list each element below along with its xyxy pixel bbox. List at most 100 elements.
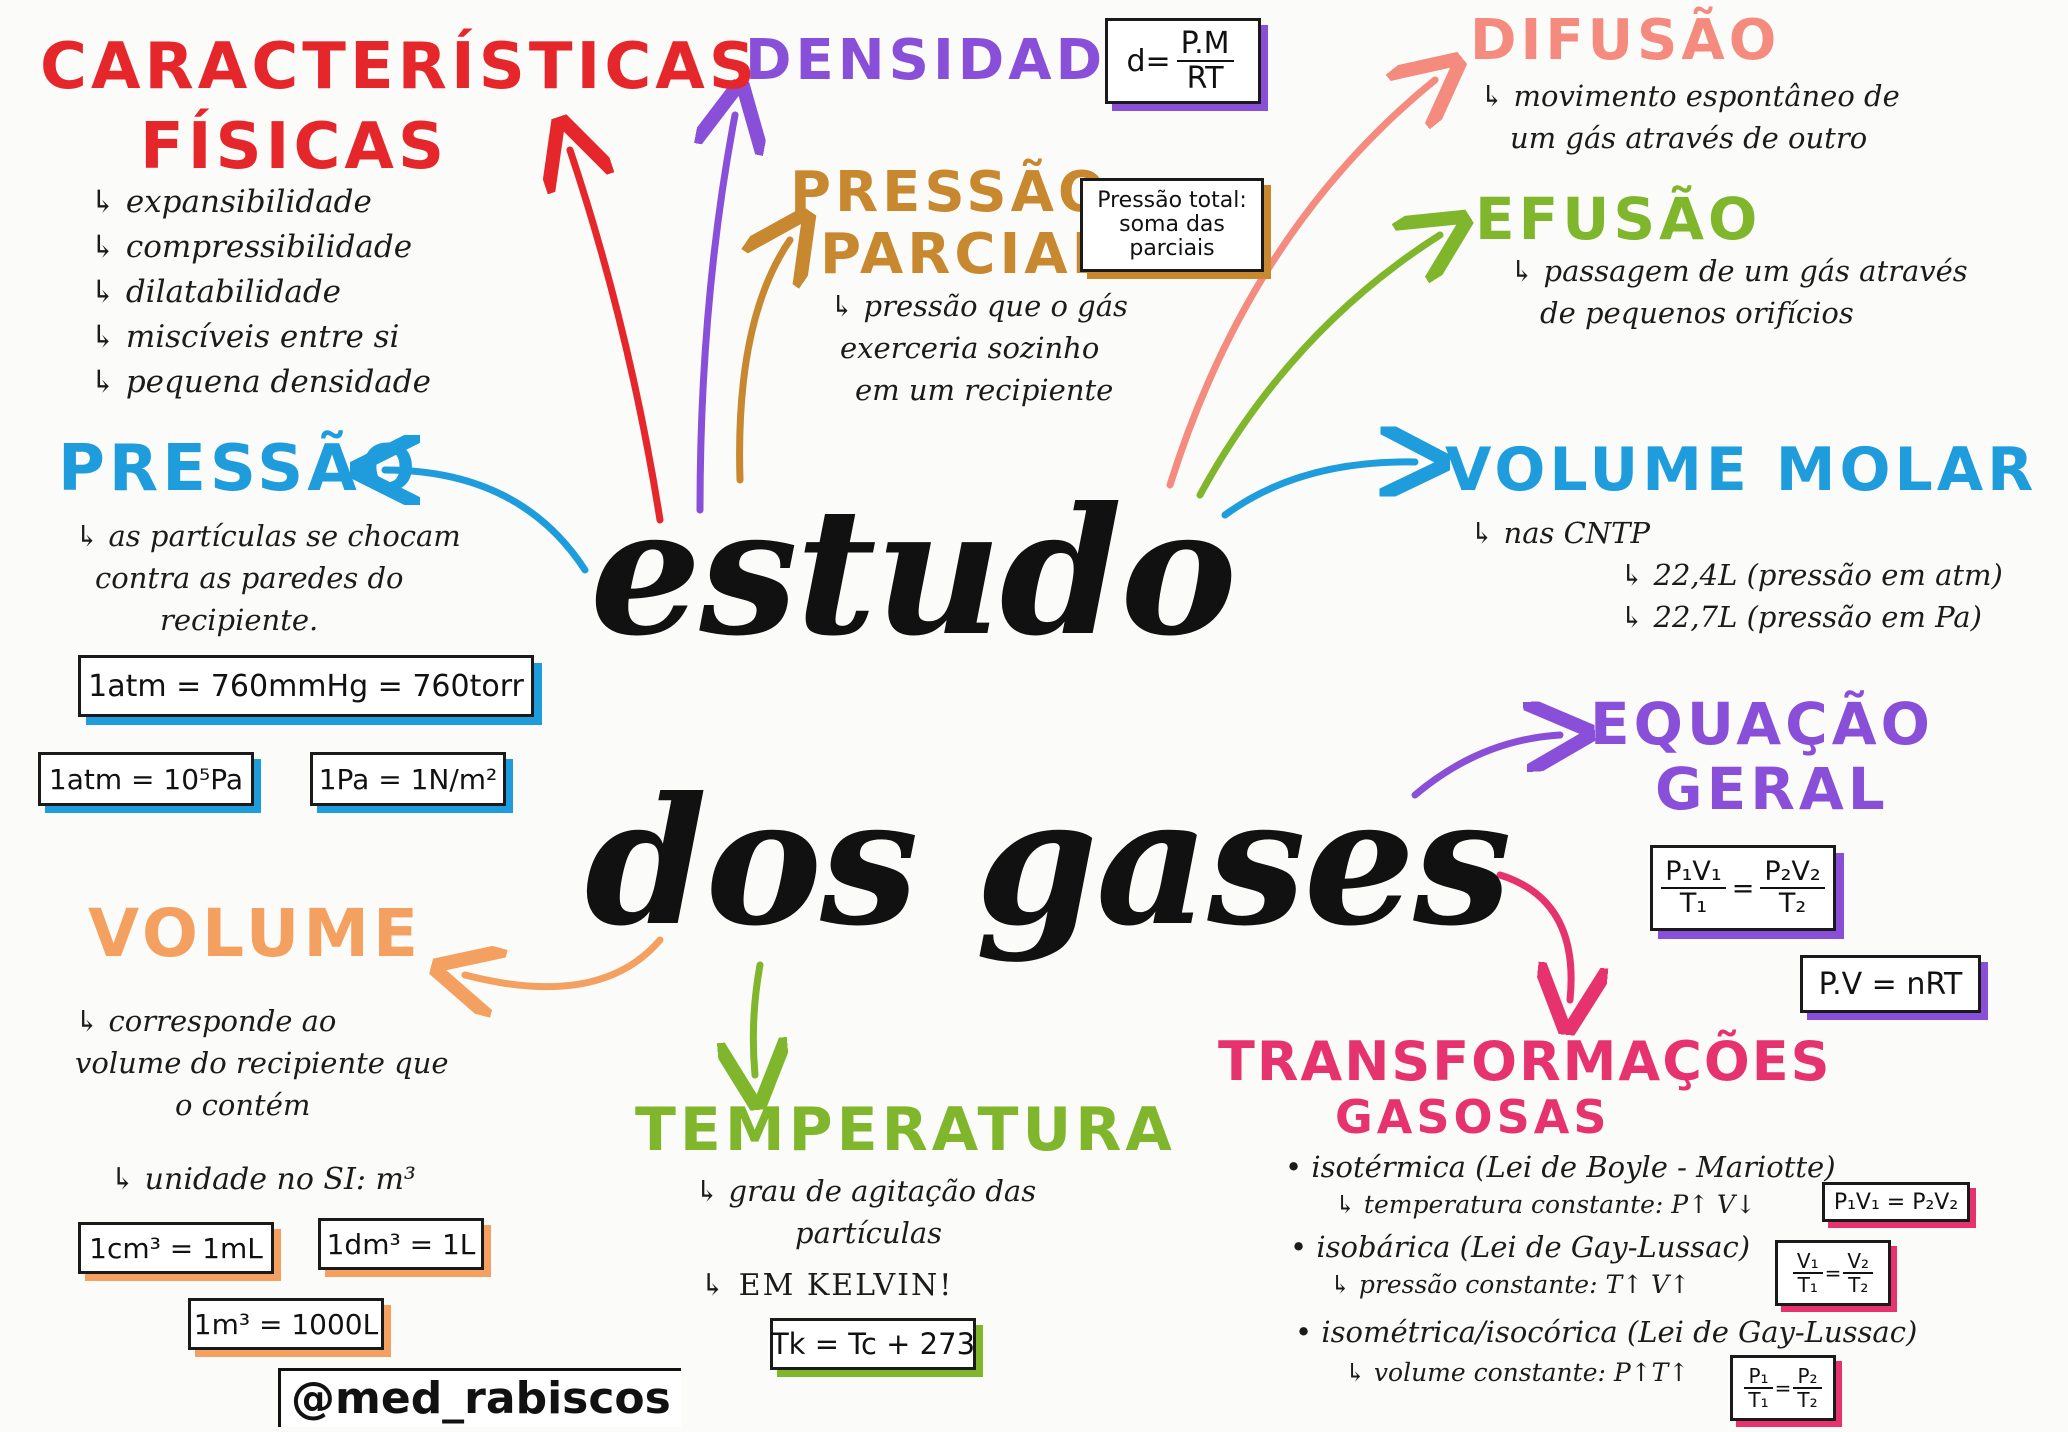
list-item: ↳ compressibilidade [90, 228, 413, 265]
desc-line: ↳ grau de agitação das [695, 1174, 1037, 1208]
equacao-geral-formula-box: P₁V₁ T₁ = P₂V₂ T₂ [1650, 845, 1836, 931]
densidade-formula-box: d= P.M RT [1105, 18, 1261, 104]
list-item: ↳ expansibilidade [90, 184, 372, 220]
center-title-estudo: estudo [590, 470, 1237, 675]
volume-molar-desc: ↳ nas CNTP ↳ 22,4L (pressão em atm) ↳ 22… [1470, 512, 2003, 638]
desc-line: recipiente. [160, 603, 319, 638]
boyle-formula-box: P₁V₁ = P₂V₂ [1822, 1182, 1970, 1222]
arrow-efusao [1196, 235, 1440, 499]
arrow-transformacoes [1496, 871, 1571, 1000]
center-title-dos-gases: dos gases [585, 760, 1512, 965]
arrow-pressao-parcial [736, 240, 790, 484]
temperatura-desc: ↳ grau de agitação das partículas [695, 1170, 1036, 1254]
transformacoes-title: TRANSFORMAÇÕES [1218, 1030, 1832, 1093]
pressao-total-box: Pressão total: soma das parciais [1080, 178, 1264, 272]
difusao-title: DIFUSÃO [1470, 8, 1781, 73]
volume-unit: ↳ unidade no SI: m³ [110, 1162, 416, 1197]
formula-denominator: T₁ [1797, 1273, 1818, 1297]
arrow-difusao [1166, 80, 1435, 489]
temperatura-kelvin: ↳ EM KELVIN! [700, 1268, 954, 1303]
formula-denominator: RT [1186, 61, 1224, 96]
formula-numerator: P₁V₁ [1661, 857, 1726, 889]
formula-lhs: d= [1126, 43, 1171, 79]
arrow-caracteristicas [570, 150, 664, 524]
desc-line: volume do recipiente que [75, 1046, 449, 1081]
formula-fraction: V₂ T₂ [1843, 1250, 1874, 1297]
charles-formula-box: V₁ T₁ = V₂ T₂ [1775, 1240, 1891, 1306]
equacao-geral-title: EQUAÇÃO [1590, 690, 1934, 758]
desc-line: exerceria sozinho [840, 331, 1100, 366]
formula-denominator: T₁ [1748, 1388, 1769, 1412]
pa-nm-box: 1Pa = 1N/m² [310, 752, 506, 806]
desc-line: ↳ corresponde ao [75, 1004, 337, 1038]
formula-equals: = [1824, 1261, 1842, 1285]
isotermica-sub: ↳ temperatura constante: P↑ V↓ [1335, 1190, 1757, 1219]
formula-fraction: P.M RT [1176, 27, 1234, 96]
arrow-pressao [385, 470, 589, 574]
desc-line: ↳ as partículas se chocam [75, 519, 461, 553]
clapeyron-box: P.V = nRT [1800, 955, 1981, 1013]
pressao-parcial-title: PRESSÃO [790, 160, 1110, 225]
formula-equals: = [1774, 1376, 1792, 1400]
formula-denominator: T₁ [1679, 888, 1708, 919]
isometrica-sub: ↳ volume constante: P↑T↑ [1345, 1358, 1690, 1387]
box-line: soma das [1119, 211, 1225, 237]
list-item: ↳ miscíveis entre si [90, 318, 400, 355]
difusao-desc: ↳ movimento espontâneo de um gás através… [1480, 75, 1900, 159]
atm-pa-box: 1atm = 10⁵Pa [38, 752, 254, 806]
box-line: parciais [1129, 236, 1215, 262]
transformacoes-title-2: GASOSAS [1335, 1090, 1611, 1144]
dm3-l-box: 1dm³ = 1L [318, 1218, 484, 1270]
caracteristicas-list: ↳ expansibilidade ↳ compressibilidade ↳ … [90, 180, 431, 405]
volume-title: VOLUME [88, 895, 423, 972]
arrow-temperatura [753, 961, 760, 1075]
isobarica-line: • isobárica (Lei de Gay-Lussac) [1290, 1230, 1751, 1264]
volume-molar-title: VOLUME MOLAR [1445, 435, 2038, 505]
formula-numerator: P₁ [1744, 1365, 1773, 1389]
efusao-title: EFUSÃO [1475, 185, 1762, 253]
list-item: ↳ dilatabilidade [90, 273, 342, 310]
efusao-desc: ↳ passagem de um gás através de pequenos… [1510, 250, 1968, 334]
m3-l-box: 1m³ = 1000L [188, 1298, 384, 1350]
desc-line: ↳ nas CNTP [1470, 516, 1651, 550]
desc-line: ↳ movimento espontâneo de [1480, 79, 1900, 113]
formula-fraction: P₁ T₁ [1744, 1365, 1773, 1412]
caracteristicas-title-2: FÍSICAS [140, 110, 449, 184]
arrow-equacao-geral [1411, 735, 1560, 799]
desc-line: ↳ passagem de um gás através [1510, 254, 1968, 288]
desc-line: contra as paredes do [95, 561, 404, 596]
formula-denominator: T₂ [1848, 1273, 1869, 1297]
caracteristicas-title: CARACTERÍSTICAS [40, 30, 759, 104]
formula-fraction: P₂ T₂ [1793, 1365, 1822, 1411]
densidade-title: DENSIDADE [745, 28, 1149, 93]
desc-line: um gás através de outro [1510, 121, 1868, 156]
box-line: Pressão total: [1097, 187, 1247, 213]
volume-desc: ↳ corresponde ao volume do recipiente qu… [75, 1000, 449, 1126]
temperatura-title: TEMPERATURA [635, 1095, 1176, 1165]
formula-numerator: P₂ [1793, 1365, 1822, 1389]
formula-numerator: V₁ [1792, 1250, 1823, 1274]
desc-line: ↳ 22,7L (pressão em Pa) [1620, 600, 1982, 635]
list-item: ↳ pequena densidade [90, 363, 431, 400]
kelvin-formula-box: Tk = Tc + 273 [770, 1318, 976, 1370]
formula-fraction: V₁ T₁ [1792, 1250, 1823, 1297]
arrow-volume [465, 936, 664, 987]
desc-line: em um recipiente [855, 373, 1114, 408]
formula-equals: = [1731, 872, 1755, 904]
cm3-ml-box: 1cm³ = 1mL [78, 1222, 274, 1274]
pressao-parcial-title-2: PARCIAL [820, 222, 1112, 287]
isometrica-line: • isométrica/isocórica (Lei de Gay-Lussa… [1295, 1315, 1918, 1349]
formula-numerator: P₂V₂ [1760, 857, 1825, 889]
desc-line: ↳ pressão que o gás [830, 289, 1128, 323]
equacao-geral-title-2: GERAL [1655, 755, 1889, 823]
gay-lussac-formula-box: P₁ T₁ = P₂ T₂ [1730, 1355, 1836, 1421]
desc-line: o contém [175, 1088, 311, 1123]
pressao-title: PRESSÃO [58, 432, 420, 506]
pressao-desc: ↳ as partículas se chocam contra as pare… [75, 515, 461, 641]
formula-numerator: V₂ [1843, 1250, 1874, 1274]
isobarica-sub: ↳ pressão constante: T↑ V↑ [1330, 1270, 1691, 1299]
desc-line: ↳ 22,4L (pressão em atm) [1620, 558, 2003, 593]
isotermica-line: • isotérmica (Lei de Boyle - Mariotte) [1285, 1150, 1836, 1184]
desc-line: partículas [795, 1216, 943, 1251]
